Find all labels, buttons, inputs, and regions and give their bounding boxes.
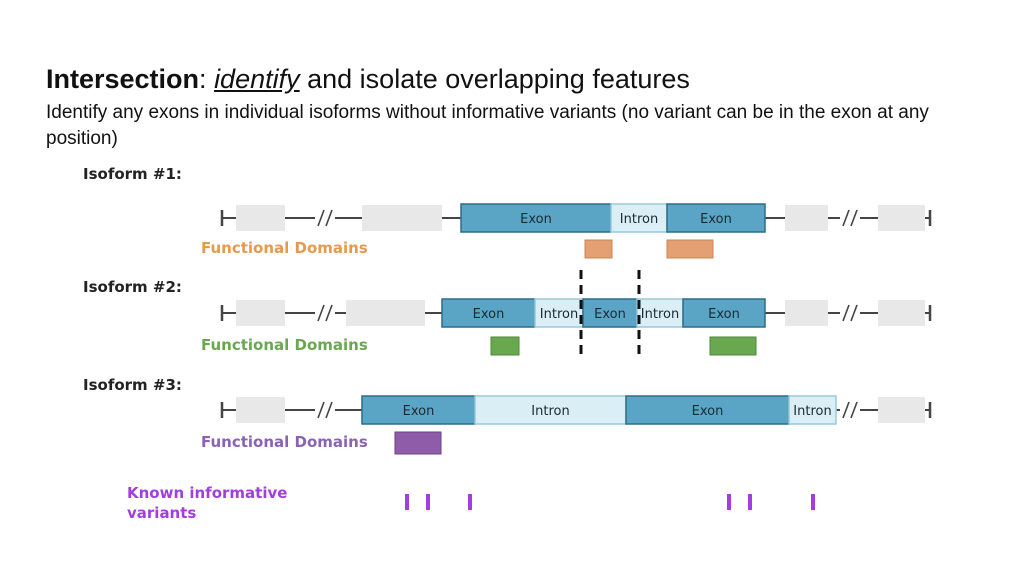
isoform-2-track: Exon Intron Exon Intron Exon xyxy=(220,298,932,328)
exon-label: Exon xyxy=(520,212,552,227)
intron-label: Intron xyxy=(641,307,679,322)
isoform-1-label: Isoform #1: xyxy=(83,165,182,183)
exon-label: Exon xyxy=(473,307,505,322)
break-slash xyxy=(325,209,333,227)
title-italic: identify xyxy=(214,64,300,94)
intron-block xyxy=(788,395,837,425)
exon-block xyxy=(682,298,766,328)
break-gap xyxy=(315,407,335,413)
placeholder-segment xyxy=(236,300,285,326)
known-variants-label-line2: variants xyxy=(127,504,197,522)
variant-tick xyxy=(405,494,409,510)
functional-domain-marks xyxy=(394,239,757,455)
exon-block xyxy=(666,203,766,233)
intron-block xyxy=(636,298,684,328)
break-gap xyxy=(315,310,335,316)
exon-block xyxy=(361,395,476,425)
exon-block xyxy=(625,395,790,425)
break-slash xyxy=(317,209,325,227)
placeholder-segment xyxy=(878,397,925,423)
placeholder-segment xyxy=(878,205,925,231)
isoform-2-functional-domains-label: Functional Domains xyxy=(201,336,368,354)
functional-domain-isoform-3 xyxy=(394,431,442,455)
intron-label: Intron xyxy=(620,212,658,227)
placeholder-segment xyxy=(236,397,285,423)
exon-label: Exon xyxy=(594,307,626,322)
functional-domain-isoform-1 xyxy=(666,239,714,259)
placeholder-segment xyxy=(785,300,828,326)
variant-tick xyxy=(748,494,752,510)
intron-label: Intron xyxy=(793,404,831,419)
title-rest: and isolate overlapping features xyxy=(299,64,690,94)
break-slash xyxy=(842,304,850,322)
placeholder-segment xyxy=(236,205,285,231)
exon-block xyxy=(582,298,638,328)
break-slash xyxy=(850,401,858,419)
break-slash xyxy=(842,401,850,419)
known-variants-label-line1: Known informative xyxy=(127,484,288,502)
placeholder-segment xyxy=(346,300,425,326)
isoform-3-functional-domains-label: Functional Domains xyxy=(201,433,368,451)
isoform-2-label: Isoform #2: xyxy=(83,278,182,296)
isoform-3-label: Isoform #3: xyxy=(83,376,182,394)
intron-label: Intron xyxy=(540,307,578,322)
exon-label: Exon xyxy=(403,404,435,419)
placeholder-segment xyxy=(362,205,442,231)
placeholder-segment xyxy=(785,205,828,231)
variant-tick xyxy=(468,494,472,510)
break-slash xyxy=(850,209,858,227)
break-gap xyxy=(840,407,860,413)
break-slash xyxy=(325,304,333,322)
intron-label: Intron xyxy=(531,404,569,419)
variant-tick xyxy=(426,494,430,510)
known-variants-label: Known informative variants xyxy=(127,483,287,523)
functional-domain-isoform-1 xyxy=(584,239,613,259)
variant-tick xyxy=(811,494,815,510)
intron-block xyxy=(534,298,584,328)
page-title: Intersection: identify and isolate overl… xyxy=(46,62,690,96)
page-subtitle: Identify any exons in individual isoform… xyxy=(46,102,929,149)
exon-label: Exon xyxy=(700,212,732,227)
break-gap xyxy=(840,215,860,221)
variant-tick xyxy=(727,494,731,510)
variant-marks xyxy=(405,494,815,510)
break-gap xyxy=(315,215,335,221)
isoform-1-track: Exon Intron Exon xyxy=(220,203,932,233)
functional-domain-isoform-2 xyxy=(490,336,520,356)
isoform-1-functional-domains-label: Functional Domains xyxy=(201,239,368,257)
break-slash xyxy=(850,304,858,322)
functional-domain-isoform-2 xyxy=(709,336,757,356)
exon-label: Exon xyxy=(692,404,724,419)
break-gap xyxy=(840,310,860,316)
isoform-3-track: Exon Intron Exon Intron xyxy=(220,395,932,425)
title-bold: Intersection xyxy=(46,64,200,94)
break-slash xyxy=(317,401,325,419)
exon-block xyxy=(441,298,536,328)
placeholder-segment xyxy=(878,300,925,326)
break-slash xyxy=(842,209,850,227)
break-slash xyxy=(325,401,333,419)
intron-block xyxy=(474,395,627,425)
break-slash xyxy=(317,304,325,322)
title-sep: : xyxy=(199,64,215,94)
exon-label: Exon xyxy=(708,307,740,322)
